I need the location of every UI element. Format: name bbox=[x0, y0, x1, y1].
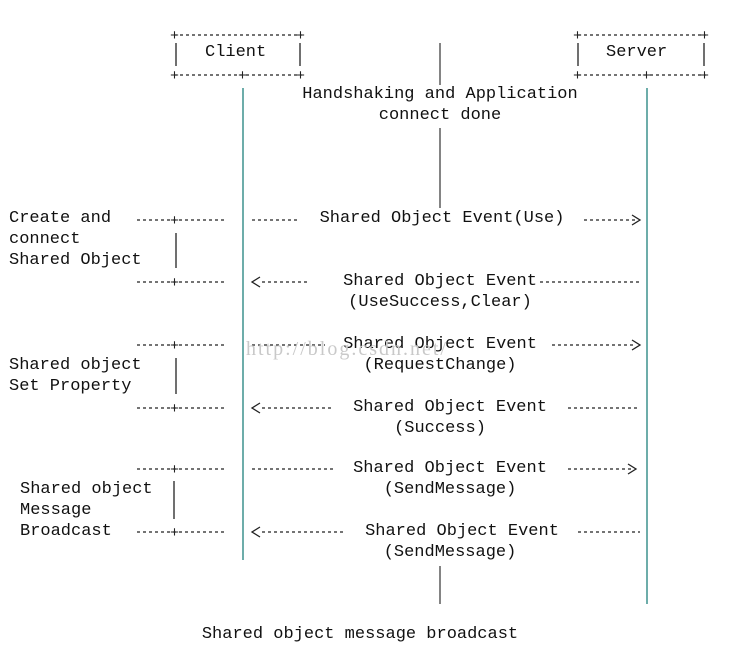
svg-text:+: + bbox=[238, 68, 247, 85]
message-requestchange-1: Shared Object Event bbox=[343, 335, 537, 354]
message-success-1: Shared Object Event bbox=[353, 398, 547, 417]
client-box-sides: + + + + + bbox=[170, 28, 305, 85]
client-label: Client bbox=[205, 43, 267, 62]
message-sendmessage-in-1: Shared Object Event bbox=[365, 522, 559, 541]
message-sendmessage-out-2: (SendMessage) bbox=[383, 480, 517, 499]
svg-text:+: + bbox=[700, 28, 709, 45]
side-label-setprop-1: Shared object bbox=[9, 356, 142, 375]
side-label-broadcast-3: Broadcast bbox=[20, 522, 112, 541]
side-label-setprop-2: Set Property bbox=[9, 377, 132, 396]
message-arrows bbox=[252, 219, 640, 533]
svg-text:+: + bbox=[642, 68, 651, 85]
side-label-create-1: Create and bbox=[9, 209, 112, 228]
message-sendmessage-in-2: (SendMessage) bbox=[383, 543, 517, 562]
server-label: Server bbox=[606, 43, 668, 62]
svg-text:+: + bbox=[170, 68, 179, 85]
left-stubs bbox=[137, 219, 226, 533]
message-use: Shared Object Event(Use) bbox=[319, 209, 565, 228]
svg-text:+: + bbox=[170, 213, 179, 230]
server-box-sides: + + + + + bbox=[573, 28, 709, 85]
side-label-broadcast-2: Message bbox=[20, 501, 92, 520]
side-label-create-2: connect bbox=[9, 230, 81, 249]
handshake-line-1: Handshaking and Application bbox=[302, 85, 578, 104]
svg-text:+: + bbox=[170, 28, 179, 45]
watermark-text: http://blog.csdn.net/ bbox=[246, 338, 448, 360]
handshake-line-2: connect done bbox=[378, 106, 502, 125]
svg-text:+: + bbox=[573, 68, 582, 85]
svg-text:+: + bbox=[170, 525, 179, 542]
left-side-bars bbox=[173, 233, 177, 519]
message-usesuccess-1: Shared Object Event bbox=[343, 272, 537, 291]
svg-text:+: + bbox=[170, 275, 179, 292]
svg-text:+: + bbox=[296, 28, 305, 45]
message-sendmessage-out-1: Shared Object Event bbox=[353, 459, 547, 478]
svg-text:+: + bbox=[296, 68, 305, 85]
diagram-caption: Shared object message broadcast bbox=[201, 625, 519, 644]
message-requestchange-2: (RequestChange) bbox=[363, 356, 517, 375]
svg-text:+: + bbox=[700, 68, 709, 85]
arrow-heads bbox=[250, 214, 642, 538]
svg-text:+: + bbox=[170, 338, 179, 355]
svg-text:+: + bbox=[170, 462, 179, 479]
message-usesuccess-2: (UseSuccess,Clear) bbox=[348, 293, 532, 312]
svg-text:+: + bbox=[170, 401, 179, 418]
side-label-create-3: Shared Object bbox=[9, 251, 142, 270]
side-label-broadcast-1: Shared object bbox=[20, 480, 153, 499]
svg-text:+: + bbox=[573, 28, 582, 45]
message-success-2: (Success) bbox=[394, 419, 486, 438]
stub-plus-marks: + + + + + + bbox=[170, 213, 179, 542]
